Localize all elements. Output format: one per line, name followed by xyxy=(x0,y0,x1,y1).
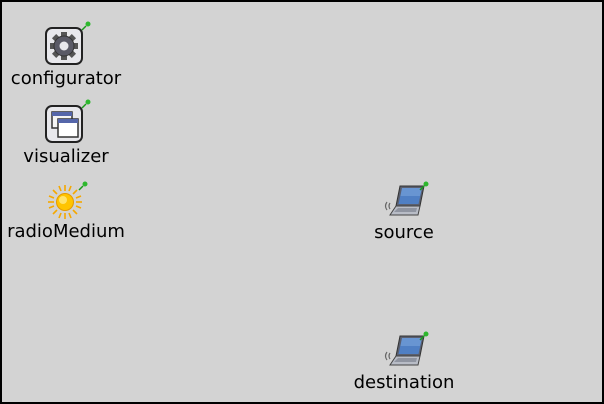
windows-icon xyxy=(45,105,83,143)
node-label: source xyxy=(374,222,434,243)
sun-icon xyxy=(48,185,82,219)
node-label: configurator xyxy=(10,68,122,89)
node-label: radioMedium xyxy=(7,221,125,242)
pin-icon xyxy=(81,99,91,109)
gear-icon xyxy=(45,27,83,65)
node-label: destination xyxy=(353,372,455,393)
laptop-icon xyxy=(384,185,425,216)
pin-icon xyxy=(419,331,429,341)
laptop-icon xyxy=(384,335,425,366)
node-label: visualizer xyxy=(23,146,109,167)
pin-icon xyxy=(78,181,88,191)
pin-icon xyxy=(81,21,91,31)
pin-icon xyxy=(419,181,429,191)
